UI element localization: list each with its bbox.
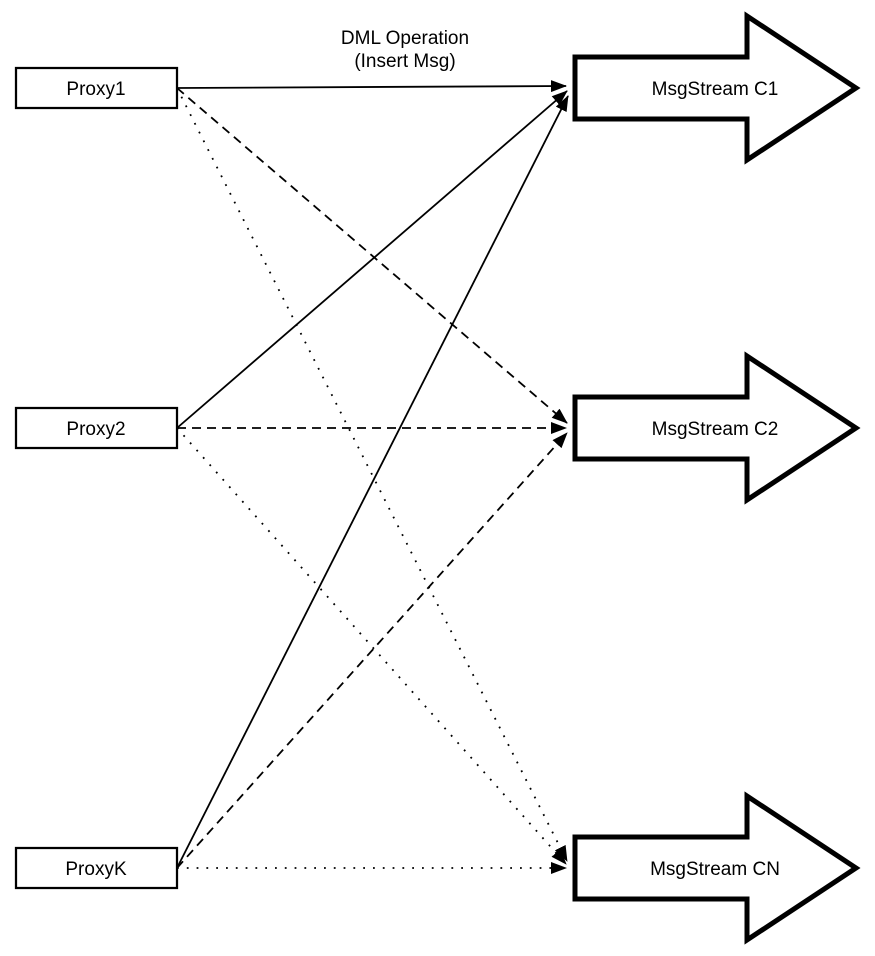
edge-proxy1-stream-c2 <box>176 87 568 424</box>
proxyk-box <box>14 846 179 890</box>
edge-proxy1-stream-cn <box>176 87 568 862</box>
proxy2-label: Proxy2 <box>66 419 125 440</box>
proxy1-box <box>14 66 179 110</box>
proxy1-label: Proxy1 <box>66 79 125 100</box>
msgstream-c1-node: MsgStream C1 <box>572 11 861 165</box>
msgstream-cn-node: MsgStream CN <box>572 791 861 945</box>
msgstream-c2-node: MsgStream C2 <box>572 351 861 505</box>
dml-operation-label-line2: (Insert Msg) <box>354 51 455 72</box>
proxyk-node: ProxyK <box>14 846 179 890</box>
proxy2-box <box>14 406 179 450</box>
edge-proxy2-stream-cn <box>176 427 567 865</box>
proxy2-node: Proxy2 <box>14 406 179 450</box>
edge-proxyk-stream-c2 <box>176 432 568 869</box>
dml-operation-label-line1: DML Operation <box>341 28 469 49</box>
edge-proxy1-stream-c1 <box>176 80 567 93</box>
edge-proxyk-stream-c1 <box>176 95 569 869</box>
msgstream-cn-label: MsgStream CN <box>650 859 780 880</box>
msgstream-c1-label: MsgStream C1 <box>652 79 779 100</box>
proxyk-label: ProxyK <box>65 859 127 880</box>
msgstream-c1-arrow-shape <box>572 11 861 165</box>
proxy1-node: Proxy1 <box>14 66 179 110</box>
msgstream-c2-label: MsgStream C2 <box>652 419 779 440</box>
edge-proxy2-stream-c1 <box>176 90 568 429</box>
msgstream-cn-arrow-shape <box>572 791 861 945</box>
msgstream-c2-arrow-shape <box>572 351 861 505</box>
